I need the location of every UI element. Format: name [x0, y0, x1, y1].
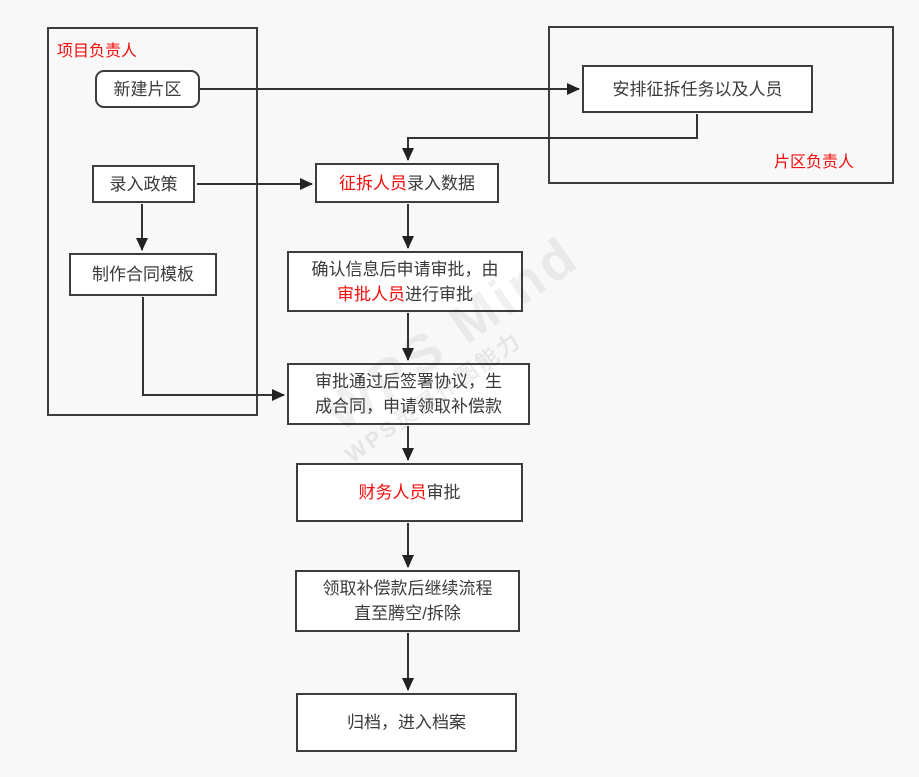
node-confirm-approval-line2: 审批人员进行审批 — [312, 282, 499, 307]
node-enter-policy-label: 录入政策 — [109, 174, 178, 194]
node-continue-process[interactable]: 领取补偿款后继续流程 直至腾空/拆除 — [295, 570, 520, 632]
node-create-area[interactable]: 新建片区 — [95, 70, 200, 108]
node-confirm-approval-rest-text: 进行审批 — [405, 284, 473, 304]
node-enter-policy[interactable]: 录入政策 — [92, 165, 195, 203]
node-enter-data-rest-text: 录入数据 — [407, 173, 475, 193]
node-finance-approval-label: 财务人员审批 — [359, 480, 461, 505]
node-create-area-label: 新建片区 — [113, 79, 182, 99]
group-area-manager[interactable]: 片区负责人 — [548, 26, 894, 184]
node-archive[interactable]: 归档，进入档案 — [296, 693, 517, 752]
node-sign-agreement[interactable]: 审批通过后签署协议，生 成合同，申请领取补偿款 — [287, 363, 530, 425]
group-project-manager[interactable]: 项目负责人 — [47, 27, 258, 416]
node-enter-data-red-text: 征拆人员 — [339, 173, 407, 193]
node-arrange-tasks[interactable]: 安排征拆任务以及人员 — [582, 65, 813, 113]
node-sign-agreement-line2: 成合同，申请领取补偿款 — [315, 397, 502, 416]
node-sign-agreement-line1: 审批通过后签署协议，生 — [315, 372, 502, 391]
node-enter-data-label: 征拆人员录入数据 — [339, 171, 475, 196]
node-continue-process-line1: 领取补偿款后继续流程 — [322, 579, 493, 598]
node-finance-approval[interactable]: 财务人员审批 — [296, 463, 523, 522]
node-enter-data[interactable]: 征拆人员录入数据 — [315, 163, 499, 203]
node-confirm-approval[interactable]: 确认信息后申请审批，由 审批人员进行审批 — [287, 251, 523, 312]
node-confirm-approval-label: 确认信息后申请审批，由 审批人员进行审批 — [312, 257, 499, 307]
node-continue-process-line2: 直至腾空/拆除 — [354, 604, 461, 623]
group-label-project-manager: 项目负责人 — [57, 43, 138, 60]
node-sign-agreement-label: 审批通过后签署协议，生 成合同，申请领取补偿款 — [315, 369, 502, 419]
node-finance-approval-red-text: 财务人员 — [358, 483, 427, 502]
node-confirm-approval-red-text: 审批人员 — [337, 284, 405, 304]
node-finance-approval-rest-text: 审批 — [426, 483, 461, 502]
node-make-contract-template-label: 制作合同模板 — [92, 265, 194, 284]
node-make-contract-template[interactable]: 制作合同模板 — [69, 253, 217, 296]
node-confirm-approval-line1: 确认信息后申请审批，由 — [311, 259, 499, 279]
node-arrange-tasks-label: 安排征拆任务以及人员 — [612, 79, 783, 99]
group-label-area-manager: 片区负责人 — [773, 154, 854, 171]
node-archive-label: 归档，进入档案 — [347, 713, 466, 732]
node-continue-process-label: 领取补偿款后继续流程 直至腾空/拆除 — [323, 576, 493, 626]
